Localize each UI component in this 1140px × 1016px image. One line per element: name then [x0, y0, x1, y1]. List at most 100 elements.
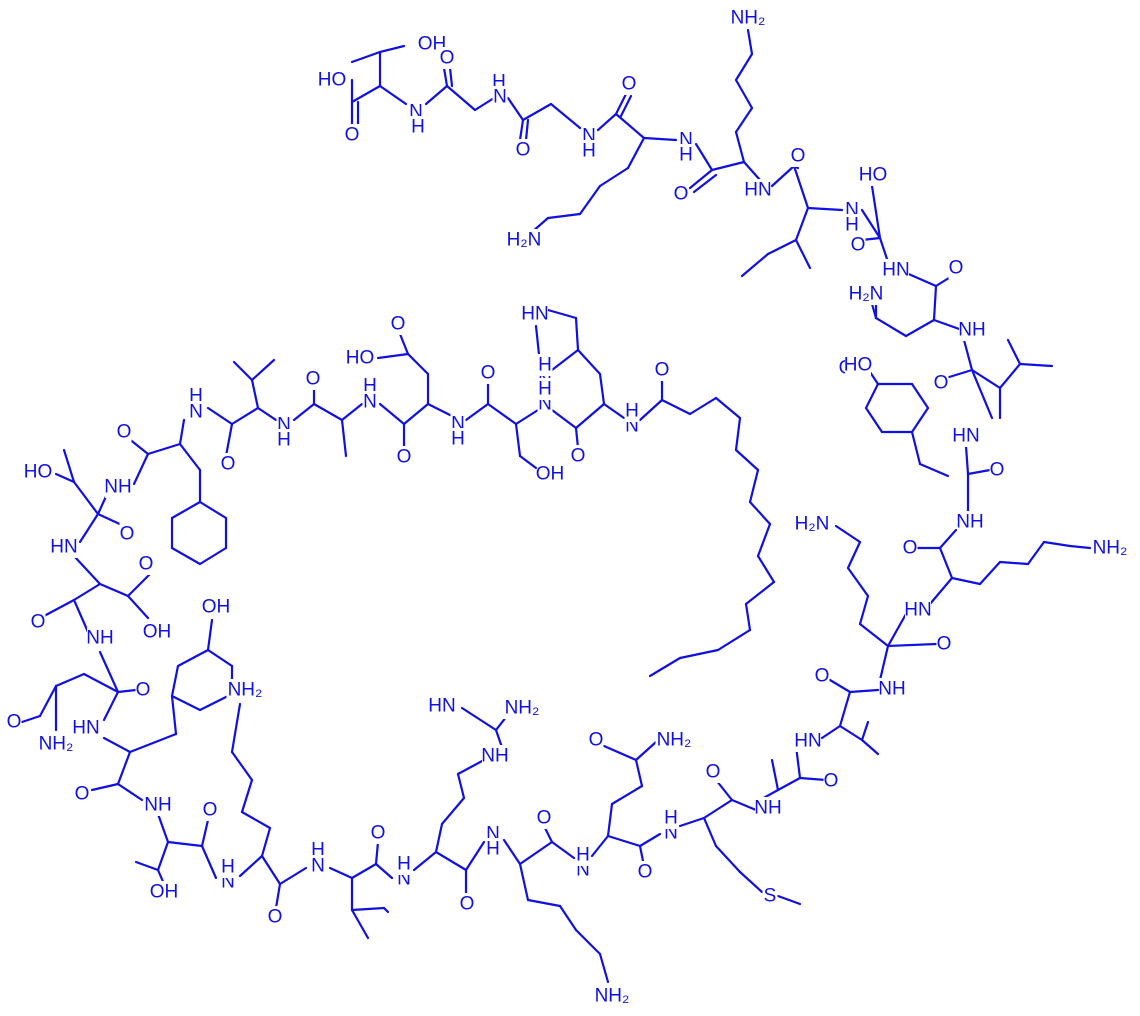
- atom-label: HN: [794, 731, 821, 752]
- atom-label-bg: [953, 425, 979, 447]
- atom-label-bg: [30, 611, 46, 633]
- atom-label-bg: [226, 679, 264, 701]
- atom-label: O: [537, 808, 552, 829]
- atom-label-bg: [37, 733, 75, 755]
- atom-label-bg: [429, 695, 455, 717]
- atom-label: O: [481, 363, 496, 384]
- atom-label: H: [486, 839, 500, 860]
- atom-label: O: [791, 146, 806, 167]
- atom-label: NH: [144, 795, 171, 816]
- atom-label-bg: [959, 319, 985, 341]
- atom-label: O: [516, 140, 531, 161]
- atom-label: NH₂: [39, 734, 74, 755]
- atom-label: NH₂: [228, 680, 263, 701]
- atom-label: H: [397, 854, 411, 875]
- atom-label-bg: [515, 139, 531, 161]
- atom-label-bg: [823, 770, 839, 792]
- atom-label-bg: [505, 229, 543, 251]
- atom-label: N: [363, 392, 377, 413]
- atom-label-bg: [144, 621, 170, 643]
- atom-label-bg: [537, 354, 553, 376]
- atom-label: H: [221, 857, 235, 878]
- atom-label-bg: [74, 783, 90, 805]
- atom-label-bg: [73, 717, 99, 739]
- atom-label-bg: [485, 838, 501, 860]
- atom-label: H: [576, 845, 590, 866]
- atom-label: HN: [72, 718, 99, 739]
- atom-label-bg: [138, 553, 154, 575]
- atom-label-bg: [793, 513, 831, 535]
- atom-label: HO: [24, 462, 53, 483]
- atom-label-bg: [362, 391, 378, 413]
- atom-label: O: [934, 373, 949, 394]
- atom-label-bg: [905, 599, 931, 621]
- atom-label-bg: [276, 429, 292, 451]
- atom-label: S: [764, 886, 777, 907]
- atom-label: H: [538, 355, 552, 376]
- atom-label: NH₂: [731, 8, 766, 29]
- atom-label: N: [189, 402, 203, 423]
- atom-label: O: [345, 125, 360, 146]
- atom-label-bg: [203, 596, 229, 618]
- atom-label: O: [589, 730, 604, 751]
- atom-label: O: [674, 184, 689, 205]
- atom-label-bg: [319, 69, 345, 91]
- atom-label-bg: [879, 678, 905, 700]
- atom-label: O: [638, 862, 653, 883]
- atom-label-bg: [1091, 537, 1129, 559]
- atom-label-bg: [593, 985, 631, 1007]
- atom-label: O: [706, 762, 721, 783]
- atom-label-bg: [105, 476, 131, 498]
- atom-label: O: [268, 907, 283, 928]
- atom-label: O: [622, 74, 637, 95]
- atom-label: OH: [202, 597, 231, 618]
- atom-label: O: [397, 447, 412, 468]
- atom-label: H: [582, 141, 596, 162]
- atom-label-bg: [344, 124, 360, 146]
- atom-label-bg: [663, 807, 679, 829]
- atom-label-bg: [151, 881, 177, 903]
- atom-label: O: [31, 612, 46, 633]
- atom-label-bg: [637, 861, 653, 883]
- atom-label-bg: [957, 511, 983, 533]
- atom-label-bg: [948, 257, 964, 279]
- atom-label: O: [139, 554, 154, 575]
- atom-label-bg: [570, 445, 586, 467]
- atom-label: O: [221, 454, 236, 475]
- atom-label: HN: [50, 537, 77, 558]
- atom-label-bg: [145, 794, 171, 816]
- atom-label: O: [460, 894, 475, 915]
- atom-label: OH: [143, 622, 172, 643]
- atom-label: HO: [859, 165, 888, 186]
- atom-label-bg: [655, 729, 693, 751]
- atom-label: O: [571, 446, 586, 467]
- atom-label: HN: [882, 260, 909, 281]
- atom-label-bg: [6, 711, 22, 733]
- atom-label-bg: [459, 893, 475, 915]
- atom-label: O: [851, 235, 866, 256]
- atom-labels: OHHOONHOHNONHONH₂NHH₂NOHNOHONHOHNOH₂NONH…: [6, 7, 1129, 1007]
- atom-label-bg: [933, 372, 949, 394]
- atom-label: H: [538, 379, 552, 400]
- bond-lines: [20, 28, 1092, 984]
- atom-label: O: [824, 771, 839, 792]
- atom-label: O: [120, 524, 135, 545]
- atom-label-bg: [310, 855, 326, 877]
- atom-label: O: [7, 712, 22, 733]
- atom-label: HO: [318, 70, 347, 91]
- atom-label: HN: [904, 600, 931, 621]
- atom-label-bg: [845, 354, 871, 376]
- atom-label-bg: [439, 47, 455, 69]
- atom-label-bg: [850, 234, 866, 256]
- atom-label: H: [625, 401, 639, 422]
- atom-label-bg: [860, 164, 886, 186]
- atom-label: H: [845, 215, 859, 236]
- atom-label-bg: [844, 214, 860, 236]
- atom-label: NH: [956, 512, 983, 533]
- atom-label-bg: [188, 401, 204, 423]
- atom-label-bg: [936, 633, 952, 655]
- atom-label-bg: [119, 523, 135, 545]
- atom-label-bg: [588, 729, 604, 751]
- atom-label: OH: [418, 34, 447, 55]
- atom-label: H: [451, 429, 465, 450]
